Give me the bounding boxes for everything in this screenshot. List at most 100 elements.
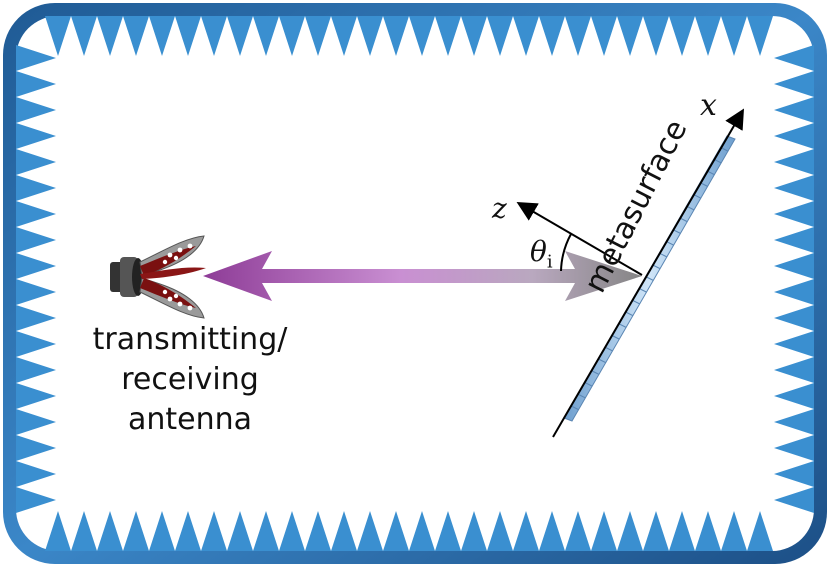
x-axis bbox=[552, 108, 745, 438]
absorber-spike bbox=[774, 123, 814, 149]
absorber-spike bbox=[331, 16, 357, 56]
theta-symbol: θ bbox=[530, 235, 547, 268]
absorber-spike bbox=[175, 16, 201, 56]
absorber-spike bbox=[16, 279, 56, 305]
absorber-spike bbox=[774, 331, 814, 357]
absorber-spike bbox=[409, 511, 435, 551]
absorber-spike bbox=[721, 16, 747, 56]
absorber-spike bbox=[227, 511, 253, 551]
absorber-spike bbox=[16, 409, 56, 435]
theta-subscript: i bbox=[546, 251, 553, 273]
absorber-spike bbox=[774, 409, 814, 435]
absorber-spike bbox=[16, 253, 56, 279]
absorber-spike bbox=[774, 253, 814, 279]
absorber-spike bbox=[16, 201, 56, 227]
absorber-spike bbox=[721, 511, 747, 551]
z-axis bbox=[516, 201, 643, 276]
absorber-spike bbox=[513, 511, 539, 551]
absorber-spike bbox=[747, 511, 773, 551]
absorber-spike bbox=[16, 435, 56, 461]
absorber-spike bbox=[201, 511, 227, 551]
absorber-spike bbox=[331, 511, 357, 551]
absorber-spike bbox=[16, 357, 56, 383]
incidence-angle-arc bbox=[560, 233, 572, 272]
antenna-label-line-1: transmitting/ bbox=[92, 322, 288, 357]
absorber-spike bbox=[16, 97, 56, 123]
absorber-spike bbox=[227, 16, 253, 56]
metasurface-cell bbox=[597, 358, 607, 364]
absorber-spike bbox=[774, 279, 814, 305]
absorber-spike bbox=[539, 511, 565, 551]
absorber-spike bbox=[774, 201, 814, 227]
absorber-spike bbox=[669, 16, 695, 56]
absorber-spike bbox=[565, 16, 591, 56]
antenna-label: transmitting/ receiving antenna bbox=[60, 320, 320, 440]
absorber-spike bbox=[16, 461, 56, 487]
absorber-spike bbox=[695, 16, 721, 56]
absorber-spike bbox=[253, 16, 279, 56]
absorber-spike bbox=[774, 461, 814, 487]
absorber-spike bbox=[539, 16, 565, 56]
metasurface-cell bbox=[584, 381, 593, 387]
absorber-spike bbox=[16, 123, 56, 149]
absorber-spike bbox=[16, 175, 56, 201]
absorber-spike bbox=[774, 357, 814, 383]
absorber-spike bbox=[253, 511, 279, 551]
absorber-spike bbox=[643, 511, 669, 551]
absorber-spike bbox=[617, 511, 643, 551]
absorber-spike bbox=[695, 511, 721, 551]
absorber-spike bbox=[201, 16, 227, 56]
absorber-spike bbox=[45, 511, 71, 551]
absorber-spike bbox=[279, 511, 305, 551]
absorber-spike bbox=[513, 16, 539, 56]
absorber-spike bbox=[591, 16, 617, 56]
absorber-spike bbox=[435, 511, 461, 551]
absorber-spike bbox=[45, 16, 71, 56]
absorber-spike bbox=[71, 16, 97, 56]
absorber-spike bbox=[774, 71, 814, 97]
absorber-spike bbox=[97, 16, 123, 56]
antenna-label-line-2: receiving bbox=[121, 362, 259, 397]
absorber-spike bbox=[16, 45, 56, 71]
absorber-spike bbox=[591, 511, 617, 551]
absorber-spike bbox=[774, 227, 814, 253]
absorber-spike bbox=[16, 305, 56, 331]
absorber-spike bbox=[305, 16, 331, 56]
absorber-spike bbox=[357, 511, 383, 551]
absorber-spike bbox=[16, 149, 56, 175]
absorber-spike bbox=[16, 487, 56, 513]
absorber-spike bbox=[774, 97, 814, 123]
absorber-spike bbox=[461, 16, 487, 56]
absorber-spike bbox=[97, 511, 123, 551]
absorber-spike bbox=[774, 435, 814, 461]
absorber-spike bbox=[16, 331, 56, 357]
absorber-spike bbox=[643, 16, 669, 56]
absorber-spike bbox=[383, 16, 409, 56]
absorber-spike bbox=[305, 511, 331, 551]
absorber-spike bbox=[149, 511, 175, 551]
absorber-spike bbox=[357, 16, 383, 56]
absorber-spike bbox=[774, 383, 814, 409]
absorber-spike bbox=[16, 71, 56, 97]
antenna-icon bbox=[110, 235, 206, 319]
absorber-spike bbox=[774, 487, 814, 513]
absorber-spike bbox=[123, 511, 149, 551]
absorber-spike bbox=[279, 16, 305, 56]
antenna-label-line-3: antenna bbox=[127, 402, 253, 437]
absorber-spike bbox=[16, 227, 56, 253]
absorber-spike bbox=[487, 16, 513, 56]
incidence-angle-label: θi bbox=[530, 235, 553, 273]
absorber-spike bbox=[747, 16, 773, 56]
absorber-spike bbox=[123, 16, 149, 56]
absorber-spike bbox=[487, 511, 513, 551]
metasurface-cell bbox=[570, 405, 580, 411]
wave-arrow bbox=[203, 251, 642, 301]
absorber-spike bbox=[669, 511, 695, 551]
absorber-spikes bbox=[16, 16, 814, 551]
absorber-spike bbox=[774, 45, 814, 71]
absorber-spike bbox=[461, 511, 487, 551]
wave-arrow-shape bbox=[203, 251, 642, 301]
metasurface-cell bbox=[590, 370, 600, 375]
z-axis-label: z bbox=[492, 192, 507, 225]
